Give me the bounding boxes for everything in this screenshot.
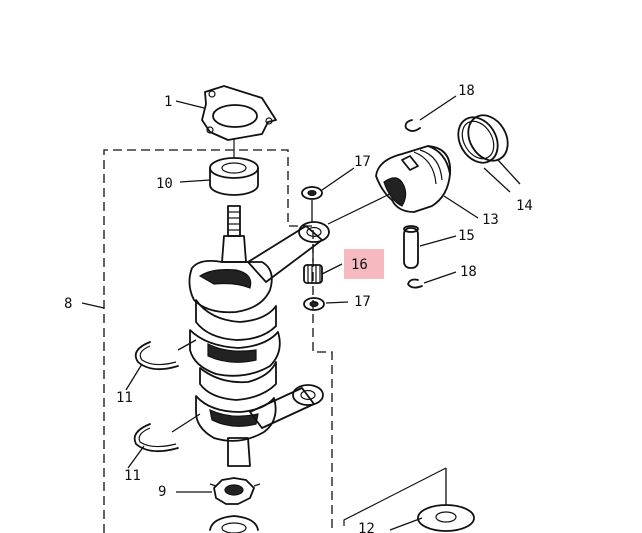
top-bearing [209, 138, 259, 196]
bearing-housing-plate [201, 85, 277, 141]
thrust-washer [417, 468, 475, 532]
crankshaft [188, 205, 281, 467]
label-12: 12 [358, 521, 375, 533]
label-17-bottom: 17 [354, 294, 371, 310]
part-labels: 1 10 8 17 17 18 18 13 14 15 16 11 11 9 1… [64, 83, 533, 533]
label-15: 15 [458, 228, 475, 244]
label-9: 9 [158, 484, 166, 500]
label-8: 8 [64, 296, 72, 312]
label-18-top: 18 [458, 83, 475, 99]
crankshaft-assembly-boundary [103, 149, 333, 533]
label-1: 1 [164, 94, 172, 110]
circlip-lower [133, 423, 179, 453]
label-16: 16 [351, 257, 368, 273]
washer-bottom [303, 297, 325, 311]
washer-top [301, 186, 323, 222]
piston-pin-clip-bottom [407, 278, 423, 289]
label-10: 10 [156, 176, 173, 192]
drive-gear [209, 477, 261, 505]
piston-rings [457, 114, 521, 193]
label-14: 14 [516, 198, 533, 214]
part-12-bracket [343, 467, 447, 526]
leader-lines [81, 95, 479, 531]
label-18-bottom: 18 [460, 264, 477, 280]
connecting-rod-lower [249, 384, 324, 429]
needle-bearing [303, 244, 323, 284]
piston-pin [403, 225, 419, 269]
label-13: 13 [482, 212, 499, 228]
circlip-upper [134, 341, 179, 371]
label-17-top: 17 [354, 154, 371, 170]
label-11-lower: 11 [124, 468, 141, 484]
label-11-upper: 11 [116, 390, 133, 406]
piston [375, 145, 451, 213]
bottom-bearing [209, 515, 259, 533]
highlight-box [344, 249, 384, 279]
piston-pin-clip-top [404, 119, 421, 132]
